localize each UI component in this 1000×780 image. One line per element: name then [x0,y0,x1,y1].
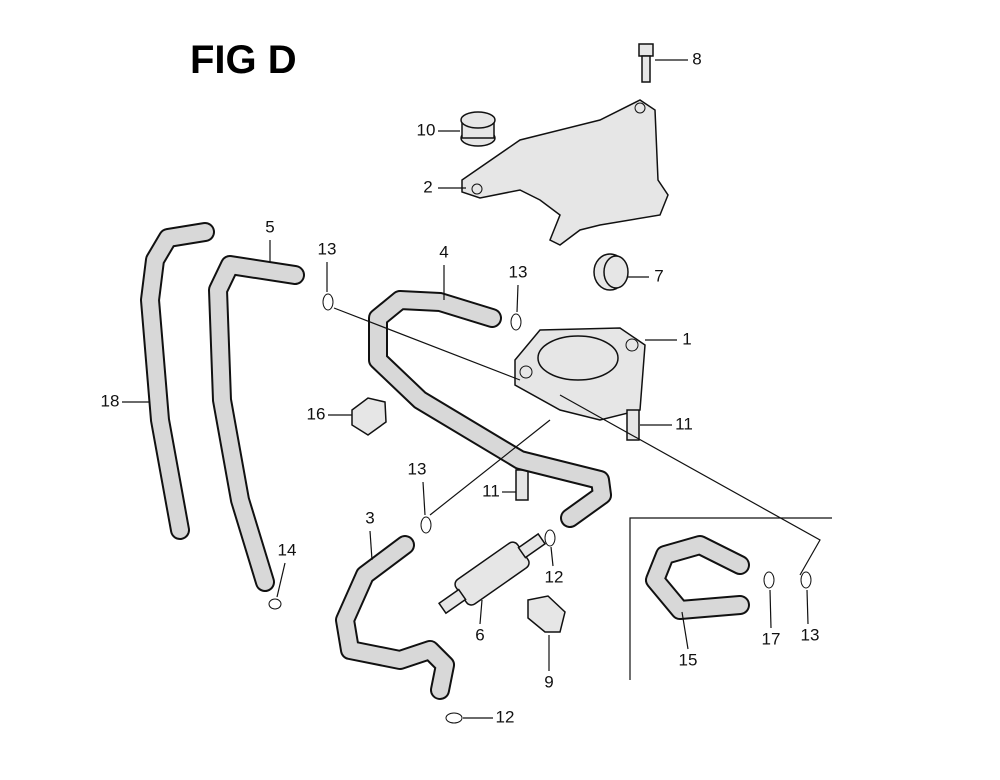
callout-4: 4 [439,242,448,261]
hose-18 [140,222,215,540]
callout-18: 18 [101,391,120,410]
hose-4 [368,290,612,528]
callout-2: 2 [423,177,432,196]
hose-5 [208,255,305,592]
bolt-part-11b [515,469,529,501]
fuel-filter-part [438,532,547,615]
inset-frame [629,517,832,680]
bolt-part-11a [626,409,640,441]
callout-8: 8 [692,49,701,68]
callout-14: 14 [278,540,297,559]
callout-13: 13 [408,459,427,478]
callout-11: 11 [482,481,500,500]
hose-15 [645,535,750,620]
callout-13: 13 [318,239,337,258]
callout-13: 13 [801,625,820,644]
callout-12: 12 [545,567,564,586]
callout-9: 9 [544,672,553,691]
callout-17: 17 [762,629,781,648]
callout-12: 12 [496,707,515,726]
callout-1: 1 [682,329,691,348]
grommet-part [460,111,496,147]
clamp-part [527,595,566,633]
fuel-pump-part [514,327,646,421]
callout-7: 7 [654,266,663,285]
callout-15: 15 [679,650,698,669]
grommet-part-7 [593,253,629,291]
callout-3: 3 [365,508,374,527]
hose-3 [335,535,455,700]
callout-10: 10 [417,120,436,139]
callout-16: 16 [307,404,326,423]
bolt-part [638,43,654,83]
callout-6: 6 [475,625,484,644]
clip-part [351,397,387,436]
callout-13: 13 [509,262,528,281]
figure-title: FIG D [190,38,297,82]
bracket-part [461,99,669,246]
callout-5: 5 [265,217,274,236]
callout-11: 11 [675,414,693,433]
